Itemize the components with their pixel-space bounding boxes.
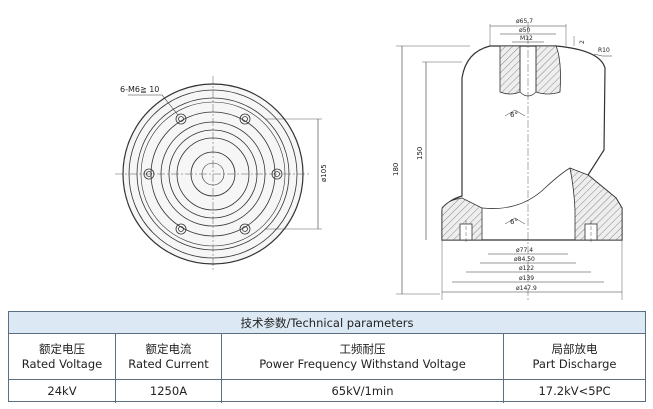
angle-upper: 6° xyxy=(510,111,518,119)
table-row: 24kV 1250A 65kV/1min 17.2kV<5PC xyxy=(9,380,645,403)
bolt-label: 6-M6≧ 10 xyxy=(120,85,159,94)
header-en: Part Discharge xyxy=(532,356,617,371)
header-en: Power Frequency Withstand Voltage xyxy=(259,356,466,371)
value-rated-current: 1250A xyxy=(116,380,222,403)
dim-122: ø122 xyxy=(519,265,534,272)
dim-139: ø139 xyxy=(519,275,534,282)
table-title: 技术参数/Technical parameters xyxy=(9,312,645,334)
dim-r10: R10 xyxy=(598,47,610,54)
header-zh: 局部放电 xyxy=(551,341,598,356)
top-view xyxy=(115,76,322,272)
header-rated-current: 额定电流 Rated Current xyxy=(116,334,222,379)
value-part-discharge: 17.2kV<5PC xyxy=(538,384,611,398)
header-withstand-voltage: 工频耐压 Power Frequency Withstand Voltage xyxy=(222,334,504,379)
header-zh: 工频耐压 xyxy=(339,341,386,356)
dim-65-7: ø65.7 xyxy=(516,18,533,25)
dim-180: 180 xyxy=(392,163,400,176)
technical-drawing: 6-M6≧ 10 ø105 xyxy=(115,18,623,300)
header-zh: 额定电压 xyxy=(39,341,85,356)
bolt-holes xyxy=(143,113,283,235)
dim-m12: M12 xyxy=(520,35,533,42)
header-rated-voltage: 额定电压 Rated Voltage xyxy=(9,334,116,379)
header-en: Rated Voltage xyxy=(21,356,103,371)
dim-84-50: ø84.50 xyxy=(514,256,535,263)
side-view xyxy=(396,22,623,300)
header-part-discharge: 局部放电 Part Discharge xyxy=(504,334,645,379)
technical-parameters-table: 技术参数/Technical parameters 额定电压 Rated Vol… xyxy=(8,311,646,403)
value-rated-voltage: 24kV xyxy=(9,380,116,403)
header-zh: 额定电流 xyxy=(145,341,192,356)
table-header-row: 额定电压 Rated Voltage 额定电流 Rated Current 工频… xyxy=(9,334,645,380)
dim-50: ø50 xyxy=(519,27,530,34)
dim-77-4: ø77.4 xyxy=(516,247,533,254)
angle-lower: 6° xyxy=(510,218,518,226)
dim-147-9: ø147.9 xyxy=(516,285,537,292)
dim-150: 150 xyxy=(416,147,424,160)
header-en: Rated Current xyxy=(128,356,209,371)
value-withstand-voltage: 65kV/1min xyxy=(222,380,504,403)
dim-105: ø105 xyxy=(320,164,328,182)
dim-2: 2 xyxy=(579,40,586,44)
